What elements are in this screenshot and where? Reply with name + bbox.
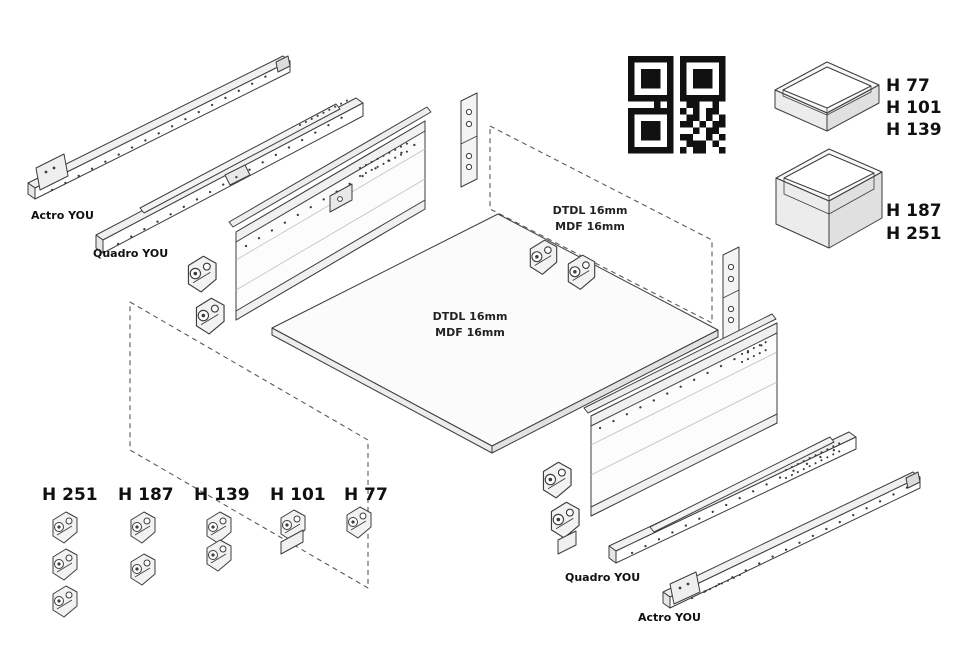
back-panel-label-line2: MDF 16mm (555, 220, 625, 233)
side-panel-hook-bracket-left-2 (195, 297, 225, 335)
bracket-foot-plate-right (557, 530, 577, 555)
qr-code-modules (628, 56, 726, 154)
rail-label-actro-bottom: Actro YOU (638, 611, 701, 624)
rail-label-quadro-top: Quadro YOU (93, 247, 168, 260)
rail-label-quadro-bottom: Quadro YOU (565, 571, 640, 584)
rail-label-actro-top: Actro YOU (31, 209, 94, 222)
drawer-height-label-h251: H 251 (886, 224, 942, 244)
bottom-panel-label-line2: MDF 16mm (435, 326, 505, 339)
front-bracket-h251 (52, 511, 78, 618)
drawer-height-label-h101: H 101 (886, 98, 942, 118)
gallery-rail-left (228, 106, 432, 228)
front-bracket-h77 (346, 506, 372, 539)
rail-quadro-bottom-right (608, 431, 857, 564)
rear-fixing-bracket-left (460, 92, 478, 188)
drawer-height-label-h77: H 77 (886, 76, 930, 96)
drawer-side-panel-right (590, 322, 778, 517)
front-bracket-label-h251: H 251 (42, 485, 98, 505)
rail-actro-bottom-right (662, 471, 921, 609)
drawer-box-shallow (774, 61, 880, 132)
bottom-panel-label-line1: DTDL 16mm (433, 310, 508, 323)
front-bracket-label-h77: H 77 (344, 485, 388, 505)
side-panel-hook-bracket-right-1 (542, 461, 572, 499)
front-bracket-h101 (280, 509, 306, 555)
back-panel-label-line1: DTDL 16mm (553, 204, 628, 217)
rear-fixing-bracket-right (722, 246, 740, 342)
drawer-box-deep (775, 148, 883, 249)
front-bracket-h187 (130, 511, 156, 586)
front-bracket-label-h187: H 187 (118, 485, 174, 505)
rail-quadro-top-left (95, 97, 364, 254)
side-panel-hook-bracket-left-1 (187, 255, 217, 293)
front-bracket-label-h139: H 139 (194, 485, 250, 505)
drawer-height-label-h187: H 187 (886, 201, 942, 221)
drawer-height-label-h139: H 139 (886, 120, 942, 140)
front-panel-dashed (129, 301, 369, 589)
drawer-side-panel-left (235, 120, 426, 321)
front-bracket-h139 (206, 511, 232, 572)
bottom-panel: DTDL 16mm MDF 16mm (271, 213, 719, 454)
back-panel-dashed: DTDL 16mm MDF 16mm (489, 125, 713, 324)
gallery-rail-right (583, 313, 777, 414)
qr-code (626, 54, 728, 156)
rail-actro-top-left (27, 55, 291, 200)
front-bracket-label-h101: H 101 (270, 485, 326, 505)
